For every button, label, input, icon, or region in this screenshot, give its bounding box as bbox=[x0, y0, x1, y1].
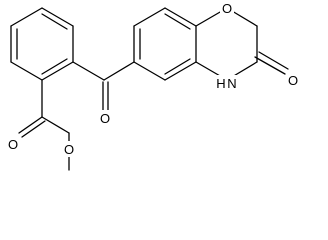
svg-text:O: O bbox=[64, 142, 74, 157]
methyl-ester-group bbox=[18, 79, 70, 171]
ketone-oxygen-label: O bbox=[98, 110, 112, 126]
chemical-structure-diagram: O O O O H N O bbox=[6, 0, 300, 171]
benzene-ring-right bbox=[133, 7, 197, 81]
svg-text:O: O bbox=[288, 73, 298, 88]
svg-text:O: O bbox=[8, 137, 18, 152]
ester-carbonyl-oxygen-label: O bbox=[6, 136, 20, 152]
ring-oxygen-label: O bbox=[220, 0, 234, 16]
svg-text:O: O bbox=[222, 1, 232, 16]
svg-text:O: O bbox=[100, 111, 110, 126]
atom-labels: O O O O H N O bbox=[6, 0, 300, 157]
svg-text:H: H bbox=[216, 76, 225, 91]
ketone-bridge bbox=[72, 61, 135, 112]
svg-text:N: N bbox=[227, 76, 236, 91]
lactam-nh-label: H N bbox=[215, 75, 239, 91]
ester-oxygen-label: O bbox=[62, 141, 76, 157]
oxazinone-ring bbox=[195, 7, 289, 81]
benzene-ring-left bbox=[10, 7, 74, 81]
lactam-oxygen-label: O bbox=[286, 72, 300, 88]
